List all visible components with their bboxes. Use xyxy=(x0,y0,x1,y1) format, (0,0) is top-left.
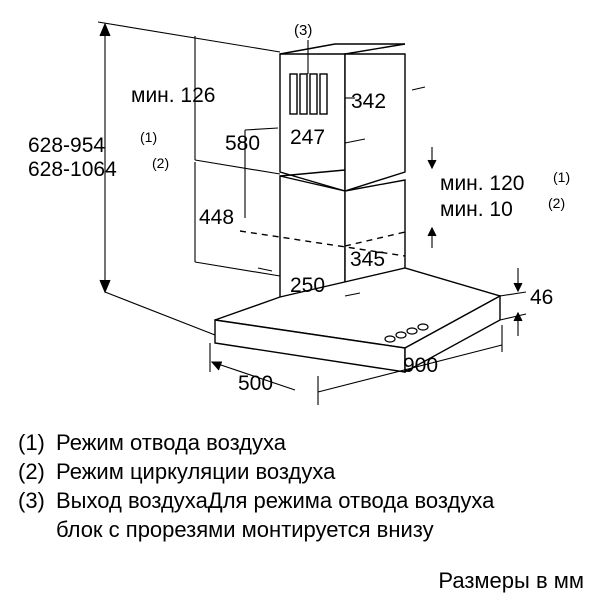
legend-item: (3) Выход воздухаДля режима отвода возду… xyxy=(18,486,598,544)
dim-900: 900 xyxy=(403,354,438,377)
legend-item: (1) Режим отвода воздуха xyxy=(18,428,598,457)
legend-number: (1) xyxy=(18,430,45,455)
dim-250: 250 xyxy=(290,274,325,297)
dim-min-120: мин. 120 xyxy=(440,172,524,195)
dim-height-air-exhaust-note: (1) xyxy=(140,129,157,145)
dim-min-10: мин. 10 xyxy=(440,198,513,221)
hood-canopy xyxy=(214,267,502,374)
legend: (1) Режим отвода воздуха (2) Режим цирку… xyxy=(18,428,598,544)
dim-min-126: мин. 126 xyxy=(131,84,215,107)
dim-448: 448 xyxy=(199,206,234,229)
dim-min-120-note: (1) xyxy=(553,169,570,185)
control-buttons xyxy=(384,323,429,343)
overlap-dashed-line xyxy=(239,230,406,257)
air-outlet-vents xyxy=(289,73,328,115)
upper-chimney xyxy=(279,43,406,192)
dim-345: 345 xyxy=(350,248,385,271)
dim-height-recirculation-note: (2) xyxy=(152,155,169,171)
dim-247: 247 xyxy=(290,126,325,149)
dim-height-air-exhaust: 628-954 xyxy=(28,134,105,157)
dim-580: 580 xyxy=(225,132,260,155)
dim-height-recirculation: 628-1064 xyxy=(28,158,117,181)
units-note: Размеры в мм xyxy=(438,568,584,593)
legend-text: Выход воздухаДля режима отвода воздуха б… xyxy=(56,488,495,542)
dimension-lines xyxy=(97,21,527,405)
dim-46: 46 xyxy=(530,286,553,309)
dim-min-10-note: (2) xyxy=(548,195,565,211)
legend-number: (3) xyxy=(18,488,45,513)
legend-number: (2) xyxy=(18,459,45,484)
legend-item: (2) Режим циркуляции воздуха xyxy=(18,457,598,486)
callout-outlet-label: (3) xyxy=(294,22,312,39)
dim-500: 500 xyxy=(238,372,273,395)
dim-342: 342 xyxy=(351,90,386,113)
legend-text: Режим отвода воздуха xyxy=(56,430,287,455)
legend-text: Режим циркуляции воздуха xyxy=(56,459,336,484)
